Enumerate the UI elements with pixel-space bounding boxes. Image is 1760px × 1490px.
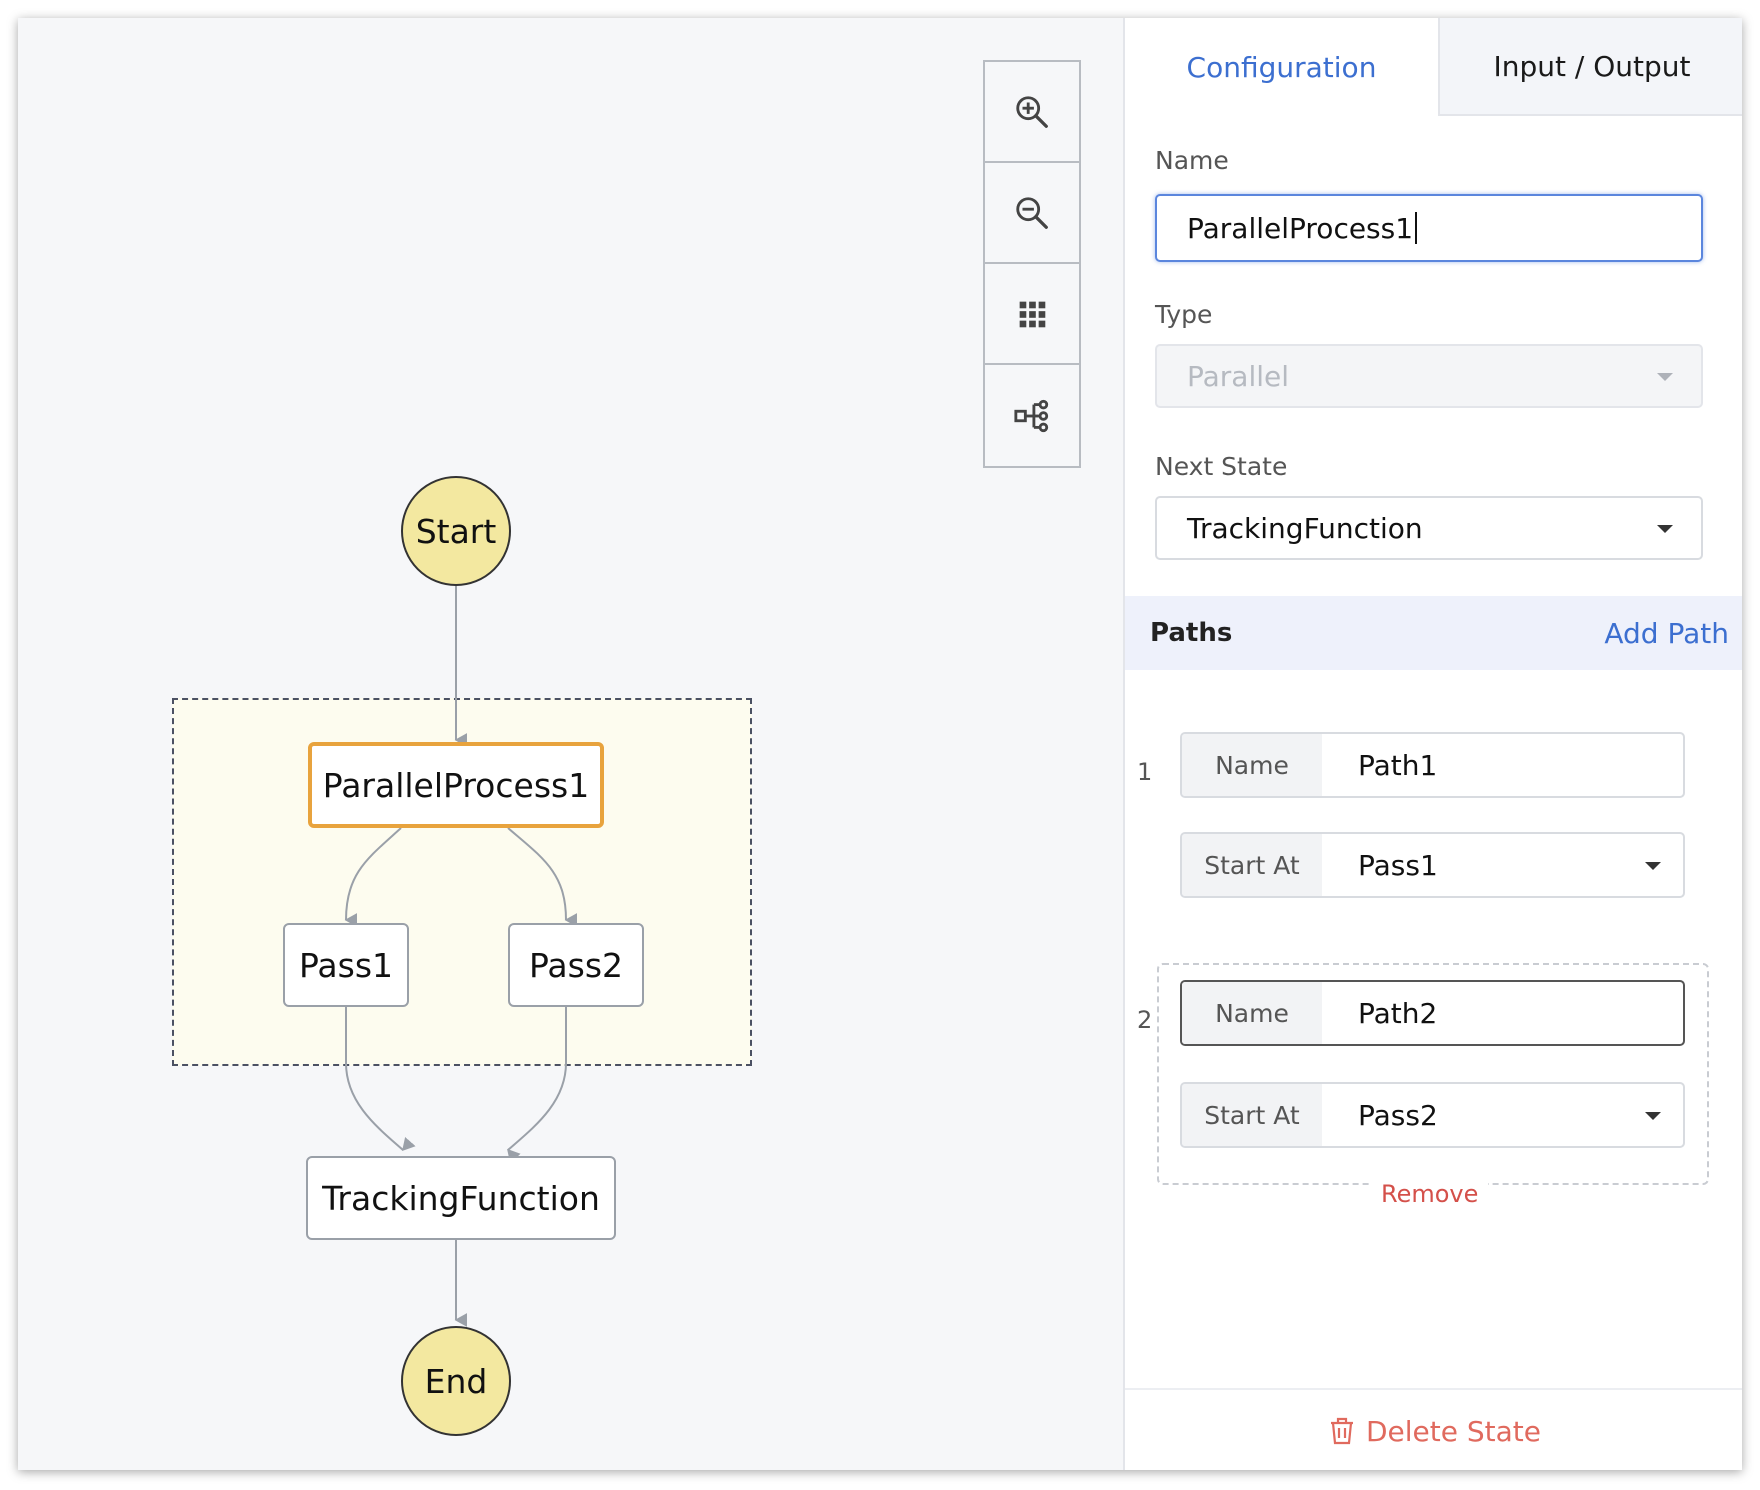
flow-connectors — [344, 586, 578, 1327]
fit-grid-button[interactable] — [985, 264, 1079, 365]
zoom-out-button[interactable] — [985, 163, 1079, 264]
path-index: 2 — [1137, 1006, 1153, 1034]
canvas-toolbar — [983, 60, 1081, 468]
edge-pass2-tracking — [507, 1003, 567, 1164]
name-label: Name — [1155, 146, 1229, 175]
next-state-select[interactable]: TrackingFunction — [1155, 496, 1703, 560]
edge-pass1-tracking — [345, 1003, 416, 1152]
pass2-label: Pass2 — [528, 945, 624, 985]
auto-layout-button[interactable] — [985, 365, 1079, 466]
path-index: 1 — [1137, 758, 1153, 786]
tab-configuration-label: Configuration — [1186, 50, 1377, 84]
path1-start-at-text: Pass1 — [1358, 848, 1438, 882]
path2-start-at-value: Pass2 — [1322, 1084, 1683, 1146]
zoom-in-button[interactable] — [985, 62, 1079, 163]
text-caret — [1415, 212, 1418, 244]
pass1-label: Pass1 — [298, 945, 394, 985]
type-value: Parallel — [1187, 359, 1290, 393]
tab-input-output[interactable]: Input / Output — [1438, 18, 1742, 116]
chevron-down-icon — [1645, 1112, 1661, 1120]
state-name-input[interactable]: ParallelProcess1 — [1155, 194, 1703, 262]
delete-state-button[interactable]: Delete State — [1328, 1415, 1541, 1448]
delete-state-label: Delete State — [1365, 1414, 1541, 1448]
state-config-panel: Configuration Input / Output Name Parall… — [1123, 18, 1742, 1470]
path2-name-field[interactable]: Name Path2 — [1180, 980, 1685, 1046]
tracking-function-node[interactable]: TrackingFunction — [306, 1156, 616, 1240]
start-at-key: Start At — [1182, 1084, 1322, 1146]
next-state-value: TrackingFunction — [1187, 511, 1423, 545]
start-at-key: Start At — [1182, 834, 1322, 896]
pass2-node[interactable]: Pass2 — [508, 923, 644, 1007]
tracking-function-label: TrackingFunction — [322, 1178, 600, 1218]
parallel-state-label: ParallelProcess1 — [322, 765, 590, 805]
edge-parallel-pass2 — [507, 827, 578, 927]
path-name-key: Name — [1182, 734, 1322, 796]
panel-tabs: Configuration Input / Output — [1125, 18, 1742, 116]
paths-title: Paths — [1150, 618, 1233, 648]
workflow-canvas[interactable]: Start ParallelProcess1 Pass1 Pass2 Track… — [18, 18, 1123, 1470]
type-label: Type — [1155, 300, 1213, 329]
add-path-link[interactable]: Add Path — [1604, 616, 1729, 650]
chevron-down-icon — [1657, 525, 1673, 533]
start-node-label: Start — [415, 511, 497, 551]
start-node[interactable]: Start — [401, 476, 511, 586]
path-name-key: Name — [1182, 982, 1322, 1044]
tab-configuration[interactable]: Configuration — [1125, 18, 1438, 116]
layout-icon — [1014, 399, 1049, 432]
app-window: Start ParallelProcess1 Pass1 Pass2 Track… — [18, 18, 1742, 1470]
next-state-label: Next State — [1155, 452, 1288, 481]
path2-start-at-text: Pass2 — [1358, 1098, 1438, 1132]
path1-start-at-select[interactable]: Start At Pass1 — [1180, 832, 1685, 898]
type-select: Parallel — [1155, 344, 1703, 408]
chevron-down-icon — [1645, 862, 1661, 870]
tab-input-output-label: Input / Output — [1493, 49, 1691, 83]
state-name-value: ParallelProcess1 — [1187, 211, 1414, 245]
pass1-node[interactable]: Pass1 — [283, 923, 409, 1007]
path2-start-at-select[interactable]: Start At Pass2 — [1180, 1082, 1685, 1148]
path1-start-at-value: Pass1 — [1322, 834, 1683, 896]
grid-icon — [1019, 301, 1046, 327]
chevron-down-icon — [1657, 373, 1673, 381]
zoom-out-icon — [1016, 196, 1048, 229]
edge-parallel-pass1 — [344, 827, 402, 928]
trash-icon — [1330, 1417, 1353, 1445]
end-node[interactable]: End — [401, 1326, 511, 1436]
end-node-label: End — [424, 1361, 488, 1401]
zoom-in-icon — [1016, 95, 1048, 128]
remove-path-link[interactable]: Remove — [1371, 1180, 1489, 1208]
path1-name-field[interactable]: Name Path1 — [1180, 732, 1685, 798]
paths-section-header: Paths Add Path — [1125, 596, 1742, 670]
path2-name-value: Path2 — [1358, 996, 1438, 1030]
parallel-state-node[interactable]: ParallelProcess1 — [308, 742, 604, 828]
panel-footer: Delete State — [1125, 1388, 1742, 1470]
path1-name-value: Path1 — [1358, 748, 1438, 782]
